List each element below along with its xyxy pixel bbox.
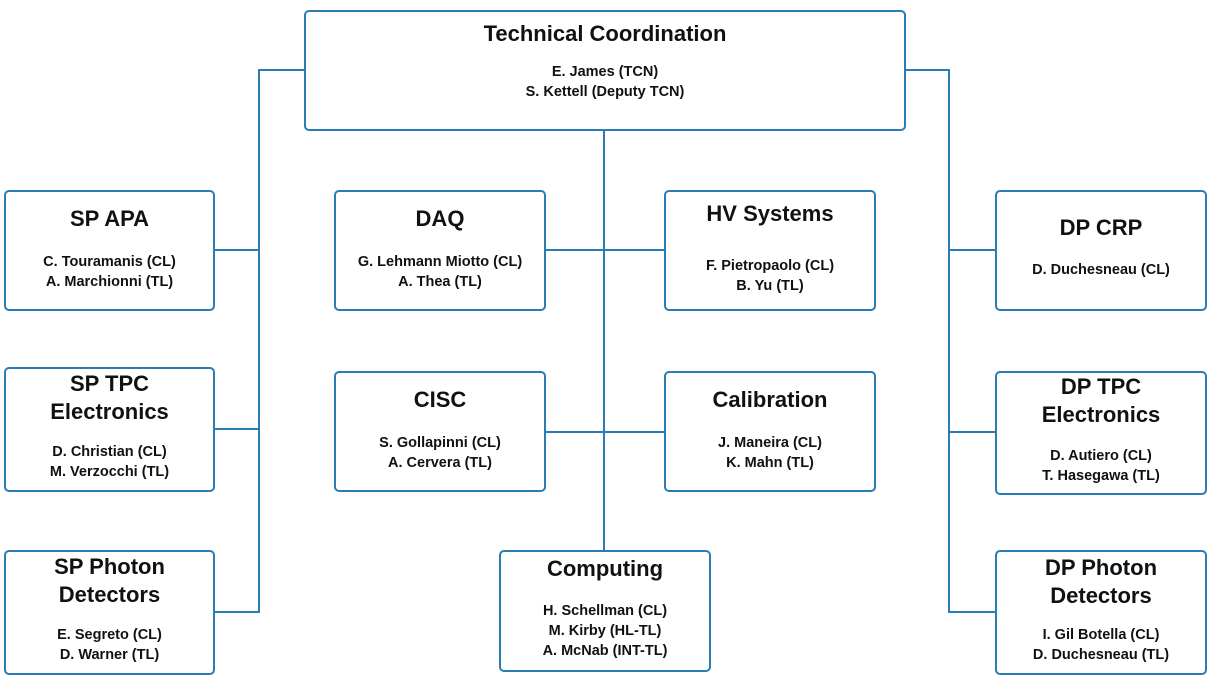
box-members: D. Duchesneau (CL) bbox=[997, 260, 1205, 280]
member: S. Gollapinni (CL) bbox=[379, 435, 501, 451]
box-members: C. Touramanis (CL) A. Marchionni (TL) bbox=[6, 252, 213, 292]
member: J. Maneira (CL) bbox=[718, 435, 822, 451]
member: M. Verzocchi (TL) bbox=[49, 464, 170, 480]
box-title: SP Photon Detectors bbox=[54, 554, 165, 607]
box-members: E. James (TCN) S. Kettell (Deputy TCN) bbox=[306, 62, 904, 102]
box-title: SP TPC Electronics bbox=[50, 371, 169, 424]
member: E. James (TCN) bbox=[551, 64, 659, 80]
box-technical-coordination: Technical Coordination E. James (TCN) S.… bbox=[304, 10, 906, 131]
member: T. Hasegawa (TL) bbox=[1042, 468, 1160, 484]
box-calibration: Calibration J. Maneira (CL) K. Mahn (TL) bbox=[664, 371, 876, 492]
box-daq: DAQ G. Lehmann Miotto (CL) A. Thea (TL) bbox=[334, 190, 546, 311]
box-members: G. Lehmann Miotto (CL) A. Thea (TL) bbox=[336, 252, 544, 292]
box-title: DP Photon Detectors bbox=[1044, 555, 1158, 608]
member: K. Mahn (TL) bbox=[726, 455, 814, 471]
member: D. Warner (TL) bbox=[59, 647, 160, 663]
member: B. Yu (TL) bbox=[736, 278, 804, 294]
member: D. Duchesneau (CL) bbox=[1032, 262, 1170, 278]
member: A. Marchionni (TL) bbox=[45, 274, 174, 290]
member: A. Thea (TL) bbox=[398, 274, 482, 290]
box-members: D. Christian (CL) M. Verzocchi (TL) bbox=[6, 442, 213, 482]
box-members: I. Gil Botella (CL) D. Duchesneau (TL) bbox=[997, 625, 1205, 665]
connector-left-trunk bbox=[214, 69, 305, 613]
box-members: H. Schellman (CL) M. Kirby (HL-TL) A. Mc… bbox=[501, 601, 709, 661]
box-sp-photon-detectors: SP Photon Detectors E. Segreto (CL) D. W… bbox=[4, 550, 215, 675]
box-title: CISC bbox=[413, 387, 467, 412]
member: D. Christian (CL) bbox=[52, 444, 167, 460]
box-members: E. Segreto (CL) D. Warner (TL) bbox=[6, 625, 213, 665]
member: M. Kirby (HL-TL) bbox=[548, 623, 662, 639]
box-hv-systems: HV Systems F. Pietropaolo (CL) B. Yu (TL… bbox=[664, 190, 876, 311]
box-members: S. Gollapinni (CL) A. Cervera (TL) bbox=[336, 433, 544, 473]
member: G. Lehmann Miotto (CL) bbox=[357, 254, 523, 270]
box-dp-crp: DP CRP D. Duchesneau (CL) bbox=[995, 190, 1207, 311]
box-cisc: CISC S. Gollapinni (CL) A. Cervera (TL) bbox=[334, 371, 546, 492]
member: F. Pietropaolo (CL) bbox=[705, 258, 835, 274]
box-dp-photon-detectors: DP Photon Detectors I. Gil Botella (CL) … bbox=[995, 550, 1207, 675]
connector-right-trunk bbox=[905, 69, 996, 613]
member: A. Cervera (TL) bbox=[388, 455, 492, 471]
box-title: DP CRP bbox=[1059, 215, 1143, 240]
box-members: D. Autiero (CL) T. Hasegawa (TL) bbox=[997, 446, 1205, 486]
box-title: Technical Coordination bbox=[483, 21, 727, 46]
member: H. Schellman (CL) bbox=[542, 603, 668, 619]
box-title: DP TPC Electronics bbox=[1041, 374, 1161, 427]
member: D. Autiero (CL) bbox=[1050, 448, 1152, 464]
box-sp-apa: SP APA C. Touramanis (CL) A. Marchionni … bbox=[4, 190, 215, 311]
member: A. McNab (INT-TL) bbox=[542, 643, 668, 659]
box-members: F. Pietropaolo (CL) B. Yu (TL) bbox=[666, 256, 874, 296]
member: E. Segreto (CL) bbox=[57, 627, 162, 643]
box-members: J. Maneira (CL) K. Mahn (TL) bbox=[666, 433, 874, 473]
box-sp-tpc-electronics: SP TPC Electronics D. Christian (CL) M. … bbox=[4, 367, 215, 492]
box-dp-tpc-electronics: DP TPC Electronics D. Autiero (CL) T. Ha… bbox=[995, 371, 1207, 495]
box-title: DAQ bbox=[415, 206, 465, 231]
box-title: Computing bbox=[546, 556, 664, 581]
box-title: SP APA bbox=[69, 206, 150, 231]
member: I. Gil Botella (CL) bbox=[1042, 627, 1160, 643]
member: D. Duchesneau (TL) bbox=[1032, 647, 1170, 663]
member: S. Kettell (Deputy TCN) bbox=[525, 84, 685, 100]
box-title: HV Systems bbox=[706, 201, 834, 226]
member: C. Touramanis (CL) bbox=[43, 254, 176, 270]
box-title: Calibration bbox=[712, 387, 828, 412]
box-computing: Computing H. Schellman (CL) M. Kirby (HL… bbox=[499, 550, 711, 672]
